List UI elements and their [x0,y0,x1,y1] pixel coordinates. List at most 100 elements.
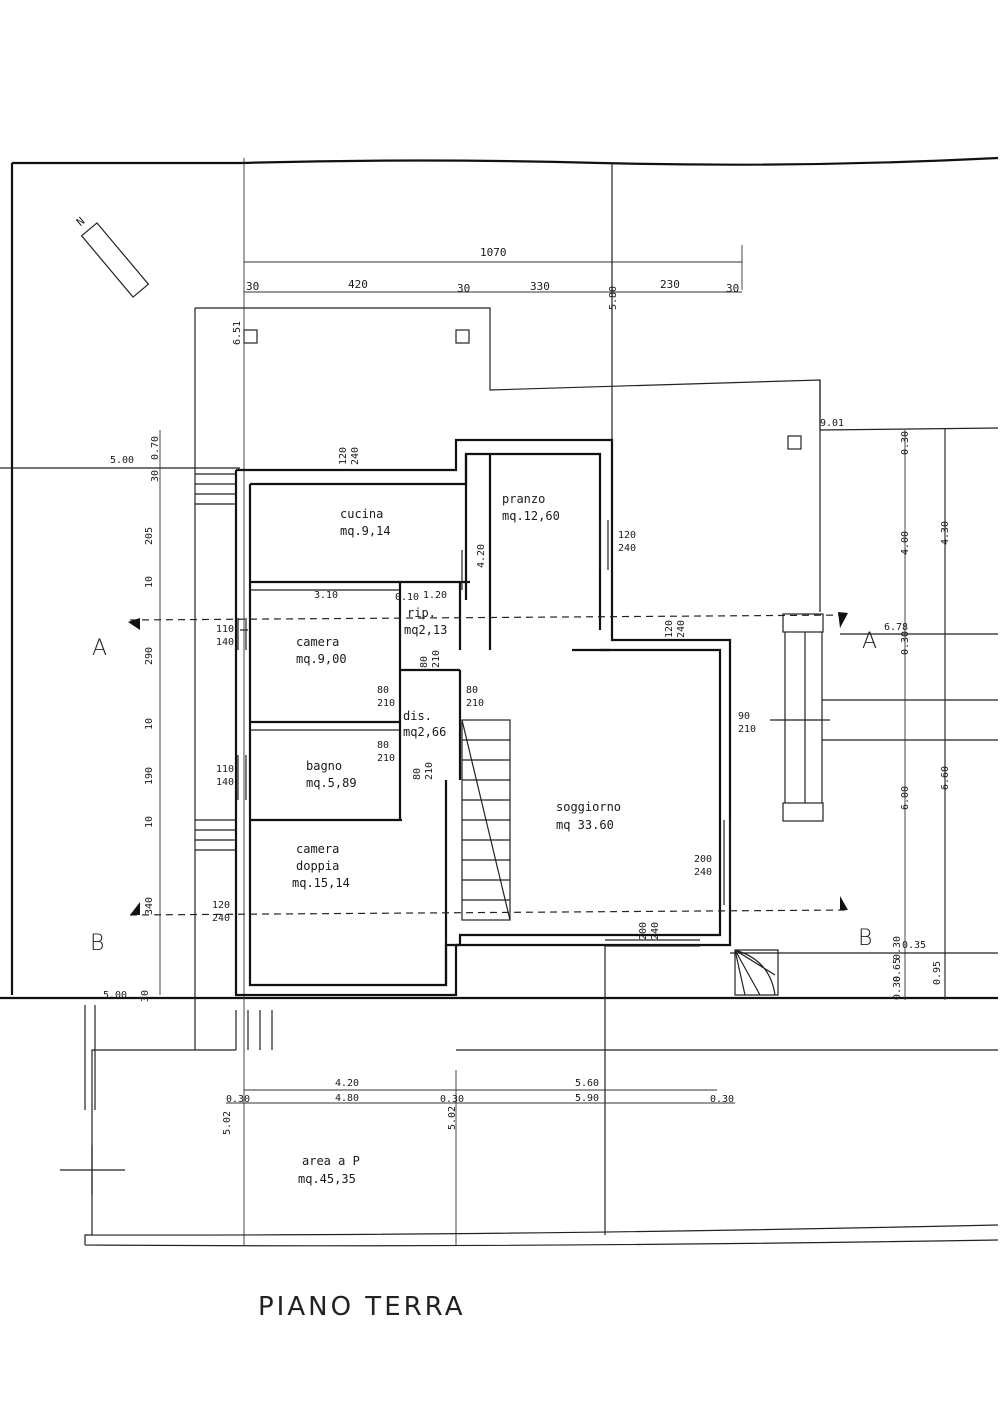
portico-outline [195,307,821,430]
spiral-step [734,949,779,996]
dim-10a: 10 [144,576,155,588]
dim-400: 4.00 [900,531,911,555]
room-areap-name: area a P [302,1154,360,1168]
dim-d4: 330 [530,280,550,293]
room-bagno-name: bagno [306,759,342,773]
door-camera-h: 210 [377,698,395,709]
door-doppia-h: 210 [424,762,435,780]
opening-pranzo-w: 120 [618,530,636,541]
door-bagno-h: 210 [377,753,395,764]
wall-dim-120: 1.20 [423,590,447,601]
section-marker-b-right [840,896,848,910]
room-dis-name: dis. [403,709,432,723]
dim-580: 5.80 [608,286,619,310]
dim-030a: 0.30 [900,431,911,455]
door-camera-w: 80 [377,685,389,696]
door-doppia-w: 80 [412,768,423,780]
entry-steps-bottom [235,1010,273,1050]
dim-190: 190 [144,767,155,785]
parking-outline [84,1049,999,1247]
window-symbols [237,520,731,947]
north-arrow-icon: N [74,215,150,298]
dim-b030a: 0.30 [226,1094,250,1105]
dim-095: 0.95 [932,961,943,985]
room-rip-name: rip. [407,606,436,620]
entry-steps-top [195,473,236,505]
dim-b480: 4.80 [335,1093,359,1104]
room-bagno-area: mq.5,89 [306,776,357,790]
room-doppia-name1: camera [296,842,339,856]
door-dis-h: 210 [466,698,484,709]
room-cucina-name: cucina [340,507,383,521]
wall-dim-310: 3.10 [314,590,338,601]
room-camera-area: mq.9,00 [296,652,347,666]
room-camera-name: camera [296,635,339,649]
dim-030c: 0.30 [892,936,903,960]
dim-10c: 10 [144,816,155,828]
dim-065: 0.65 [892,958,903,982]
room-pranzo-area: mq.12,60 [502,509,560,523]
window-sogg-right-w: 200 [694,854,712,865]
room-cucina-area: mq.9,14 [340,524,391,538]
dim-205: 205 [144,527,155,545]
dim-500a: 5.00 [110,455,134,466]
wall-dim-010: 0.10 [395,592,419,603]
door-bagno-w: 80 [377,740,389,751]
dim-340: 340 [144,897,155,915]
dim-290: 290 [144,647,155,665]
opening-pranzo-h: 240 [618,543,636,554]
lot-boundary [0,156,999,1000]
pillar [455,329,470,344]
room-soggiorno-name: soggiorno [556,800,621,814]
door-rip-h: 210 [431,650,442,668]
ramp [770,613,998,822]
wall-dim-420: 4.20 [476,544,487,568]
dim-30a: 30 [150,470,161,482]
dim-651: 6.51 [232,321,243,345]
dim-b590: 5.90 [575,1093,599,1104]
opening-sogg-top-h: 240 [676,620,687,638]
pillar [787,435,802,450]
dim-b420: 4.20 [335,1078,359,1089]
room-areap-area: mq.45,35 [298,1172,356,1186]
north-label: N [74,215,87,229]
room-doppia-area: mq.15,14 [292,876,350,890]
dim-660: 6.60 [940,766,951,790]
dim-d2: 420 [348,278,368,291]
dim-500b: 5.00 [103,990,127,1001]
dim-070: 0.70 [150,436,161,460]
staircase [461,719,511,921]
opening-bagno-h: 140 [216,777,234,788]
pillar [243,329,258,344]
opening-doppia-w: 120 [212,900,230,911]
house-exterior-wall [234,438,732,997]
room-dis-area: mq2,66 [403,725,446,739]
section-marker-b-left [130,902,140,915]
room-rip-area: mq2,13 [404,623,447,637]
section-label-a-right: A [862,629,877,654]
opening-bagno-w: 110 [216,764,234,775]
dim-b502b: 5.02 [447,1106,458,1130]
dim-b030c: 0.30 [710,1094,734,1105]
dim-d5: 230 [660,278,680,291]
opening-camera-h: 140 [216,637,234,648]
entry-steps-left [195,819,236,851]
dim-30b: 30 [140,990,151,1002]
dim-035: 0.35 [902,940,926,951]
plan-title: PIANO TERRA [258,1292,465,1322]
window-sogg-right-h: 240 [694,867,712,878]
opening-cucina-top: 120 [338,447,349,465]
dim-678: 6.78 [884,622,908,633]
dim-600: 6.00 [900,786,911,810]
dim-d1: 30 [246,280,259,293]
dim-b560: 5.60 [575,1078,599,1089]
dim-b502a: 5.02 [222,1111,233,1135]
room-doppia-name2: doppia [296,859,339,873]
boundary-line-right [819,427,999,431]
dim-030d: 0.30 [892,976,903,1000]
opening-sogg-top-w: 120 [664,620,675,638]
dim-10b: 10 [144,718,155,730]
dim-430: 4.30 [940,521,951,545]
section-marker-a-left [128,618,140,630]
room-pranzo-name: pranzo [502,492,545,506]
